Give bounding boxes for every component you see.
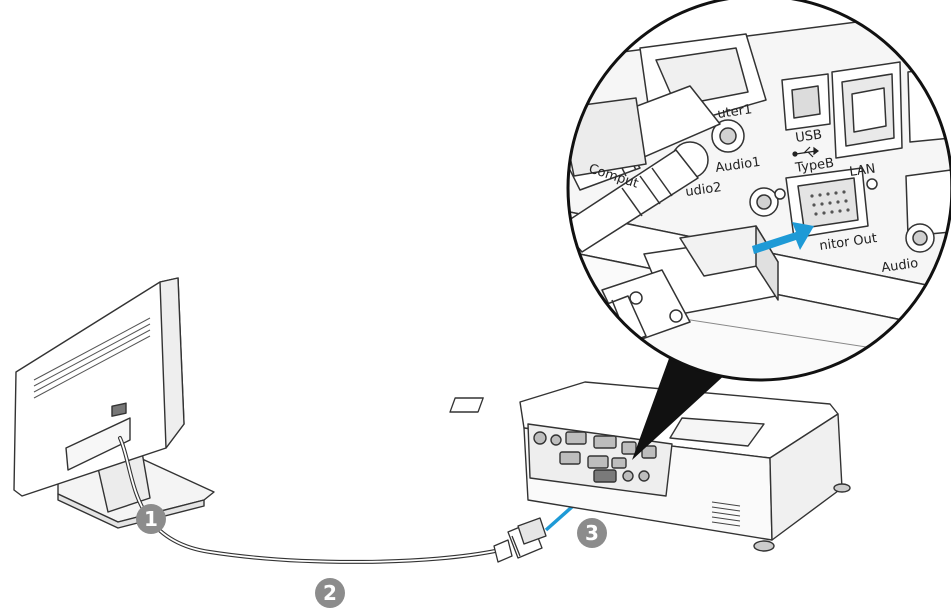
cable-connector <box>493 517 547 563</box>
insert-arrow-large <box>752 222 814 254</box>
monitor-vents <box>33 317 151 399</box>
monitor-port-panel <box>65 417 131 471</box>
projector <box>449 381 851 552</box>
label-audio2: udio2 <box>684 180 722 200</box>
callout-1-label: 1 <box>144 507 158 531</box>
usb-icon <box>792 146 819 158</box>
callout-1: 1 <box>136 504 166 534</box>
projector-vents <box>711 501 741 527</box>
callout-3-label: 3 <box>585 521 599 545</box>
label-usb-typeb: TypeB <box>793 156 834 176</box>
lan-port <box>831 61 903 159</box>
label-audio1: Audio1 <box>714 155 761 176</box>
callout-3: 3 <box>577 518 607 548</box>
label-usb: USB <box>794 127 823 146</box>
callout-2: 2 <box>315 578 345 608</box>
external-monitor <box>13 277 215 529</box>
monitor-out-port <box>774 167 878 239</box>
label-computer1: uter1 <box>716 102 753 122</box>
monitor-cable <box>118 436 502 564</box>
label-audio-out: Audio <box>880 256 919 276</box>
callout-2-label: 2 <box>323 581 337 605</box>
monitor-back <box>13 277 185 497</box>
usb-typeb-port <box>781 73 831 131</box>
projector-ports <box>533 431 657 483</box>
audio2-plug <box>568 141 709 253</box>
label-lan: LAN <box>848 161 876 179</box>
zoom-view: uter1 Comput udio2 Audio1 USB TypeB LAN … <box>566 0 951 382</box>
monitor-vga-port <box>111 402 127 417</box>
